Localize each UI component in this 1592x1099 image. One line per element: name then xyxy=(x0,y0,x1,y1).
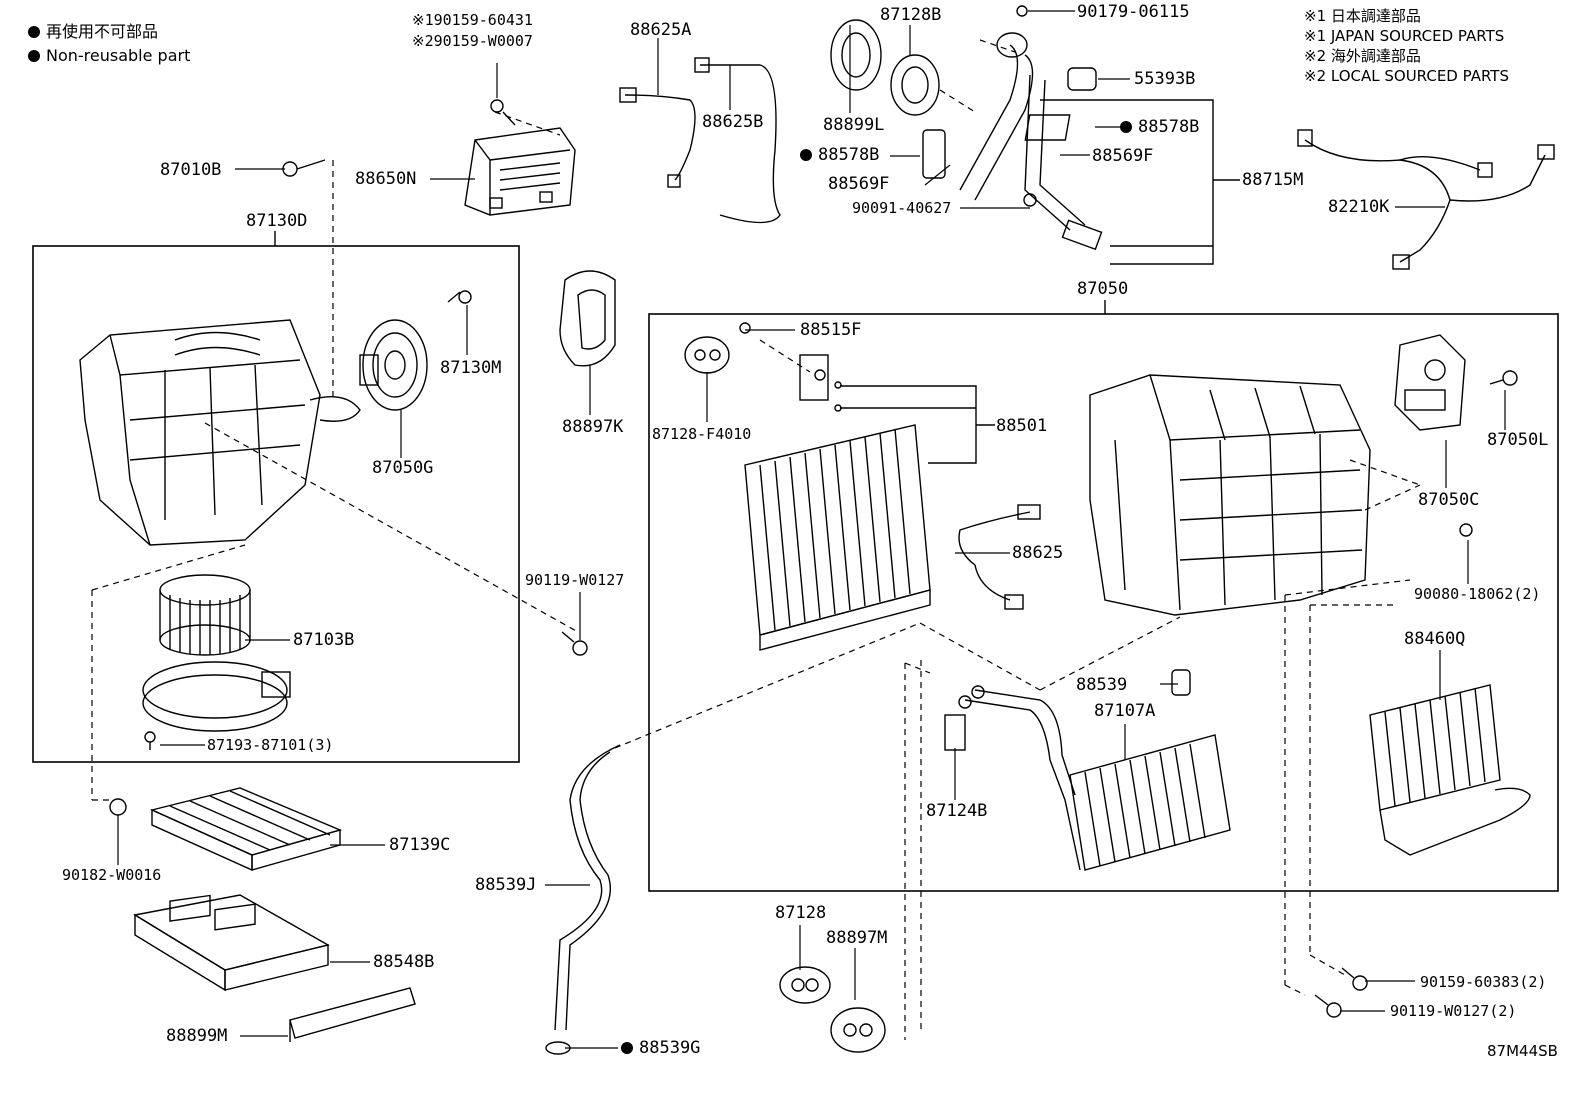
part-label-87050C: 87050C xyxy=(1418,490,1480,510)
clamp-87124B-drawing xyxy=(944,714,966,751)
part-label-88569F-right: 88569F xyxy=(1092,146,1154,166)
part-label-87128: 87128 xyxy=(775,903,827,923)
part-label-88897M: 88897M xyxy=(826,928,888,948)
part-label-87050L: 87050L xyxy=(1487,430,1549,450)
part-label-90080-18062: 90080-18062(2) xyxy=(1414,585,1541,603)
part-label-90159-60383: 90159-60383(2) xyxy=(1420,973,1547,991)
plate-88897M-drawing xyxy=(830,1007,886,1053)
part-label-88515F: 88515F xyxy=(800,320,862,340)
unit-87050-drawing xyxy=(1089,374,1371,616)
part-label-87050: 87050 xyxy=(1077,279,1129,299)
part-label-90179-06115: 90179-06115 xyxy=(1077,2,1190,22)
part-label-90119-W0127: 90119-W0127 xyxy=(525,571,625,589)
bracket-88715M xyxy=(1040,99,1214,265)
actuator-87050C-drawing xyxy=(1394,334,1466,431)
diagram-code: 87M44SB xyxy=(1487,1042,1558,1060)
part-label-87103B: 87103B xyxy=(293,630,355,650)
box-87050 xyxy=(648,313,1559,892)
part-label-55393B: 55393B xyxy=(1134,69,1196,89)
part-label-87128B: 87128B xyxy=(880,5,942,25)
part-label-87128-F4010: 87128-F4010 xyxy=(652,425,752,443)
legend-src1-jp: ※1 日本調達部品 xyxy=(1304,7,1421,25)
part-label-88899L: 88899L xyxy=(823,115,885,135)
evaporator-88501-drawing xyxy=(744,424,931,651)
part-label-90091-40627: 90091-40627 xyxy=(852,199,952,217)
part-88899L-drawing xyxy=(830,19,882,91)
part-label-88625: 88625 xyxy=(1012,543,1064,563)
heater-88460Q-drawing xyxy=(1369,684,1531,856)
part-label-88899M: 88899M xyxy=(166,1026,228,1046)
part-label-88501: 88501 xyxy=(996,416,1048,436)
harness-82210K-drawing xyxy=(1297,129,1555,270)
legend-src2-en: ※2 LOCAL SOURCED PARTS xyxy=(1304,67,1509,85)
part-label-88897K: 88897K xyxy=(562,417,624,437)
dashed-guides xyxy=(91,39,1421,1040)
bracket-88501 xyxy=(840,385,977,464)
part-88539-drawing xyxy=(1171,669,1191,696)
legend-src2-jp: ※2 海外調達部品 xyxy=(1304,47,1421,65)
part-label-88578B-right: 88578B xyxy=(1120,119,1199,136)
part-label-88548B: 88548B xyxy=(373,952,435,972)
part-label-87139C: 87139C xyxy=(389,835,451,855)
part-label-87010B: 87010B xyxy=(160,160,222,180)
leaders xyxy=(117,10,1506,1049)
part-label-87130D: 87130D xyxy=(246,211,308,231)
part-label-88539G: 88539G xyxy=(621,1040,700,1057)
part-label-88569F-left: 88569F xyxy=(828,174,890,194)
seal-88897K-drawing xyxy=(559,270,616,367)
part-label-90182-W0016: 90182-W0016 xyxy=(62,866,162,884)
part-label-90159-60431: ※190159-60431 xyxy=(412,11,533,29)
non-reusable-dot-icon xyxy=(28,26,40,38)
pipe-88715M-drawing xyxy=(959,32,1103,251)
screw-drawings xyxy=(109,5,1518,1018)
part-label-88539: 88539 xyxy=(1076,675,1128,695)
wire-88625B-drawing xyxy=(694,57,781,224)
part-87128B-drawing xyxy=(890,54,940,116)
pad-88578B-drawing xyxy=(922,114,1071,179)
part-label-90159-W0007: ※290159-W0007 xyxy=(412,32,533,50)
housing-87130D-drawing xyxy=(79,319,361,546)
valve-88515F-drawing xyxy=(799,354,842,412)
non-reusable-dot-icon xyxy=(1120,121,1132,133)
part-label-88625A: 88625A xyxy=(630,20,692,40)
non-reusable-dot-icon xyxy=(28,50,40,62)
part-label-88625B: 88625B xyxy=(702,112,764,132)
legend-dot-jp: 再使用不可部品 xyxy=(28,24,158,40)
blower-87103B-drawing xyxy=(142,574,291,732)
part-label-87193-87101: 87193-87101(3) xyxy=(207,736,334,754)
box-87130D xyxy=(32,245,520,763)
strip-88899M-drawing xyxy=(289,987,416,1042)
part-87050G-drawing xyxy=(359,319,428,411)
non-reusable-dot-icon xyxy=(800,149,812,161)
module-88650N-drawing xyxy=(464,127,576,216)
part-label-87050G: 87050G xyxy=(372,458,434,478)
heater-87107A-drawing xyxy=(958,685,1231,871)
thermistor-88625-drawing xyxy=(958,504,1041,610)
part-label-82210K: 82210K xyxy=(1328,197,1390,217)
wire-88625A-drawing xyxy=(619,87,696,188)
part-label-88539J: 88539J xyxy=(475,875,537,895)
part-label-87130M: 87130M xyxy=(440,358,502,378)
part-label-90119-W0127-2: 90119-W0127(2) xyxy=(1390,1002,1517,1020)
hose-88539J-drawing xyxy=(545,744,621,1055)
part-label-88460Q: 88460Q xyxy=(1404,629,1466,649)
switch-55393B-drawing xyxy=(1067,67,1097,91)
part-label-87107A: 87107A xyxy=(1094,701,1156,721)
part-label-88650N: 88650N xyxy=(355,169,417,189)
part-label-88578B-left: 88578B xyxy=(800,147,879,164)
plate-87128-F4010-drawing xyxy=(684,336,730,374)
part-label-88715M: 88715M xyxy=(1242,170,1304,190)
tray-88548B-drawing xyxy=(133,894,330,992)
legend-src1-en: ※1 JAPAN SOURCED PARTS xyxy=(1304,27,1505,45)
seal-87128-drawing xyxy=(779,966,831,1004)
part-label-87124B: 87124B xyxy=(926,801,988,821)
non-reusable-dot-icon xyxy=(621,1042,633,1054)
legend-dot-en: Non-reusable part xyxy=(28,48,190,64)
filter-87139C-drawing xyxy=(149,787,343,872)
